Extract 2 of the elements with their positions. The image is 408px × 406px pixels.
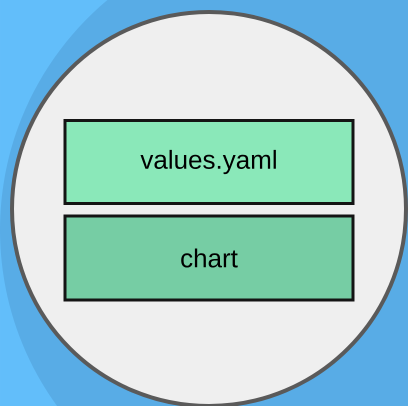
- text-box: chart: [64, 214, 354, 302]
- text-box: values.yaml: [64, 119, 354, 205]
